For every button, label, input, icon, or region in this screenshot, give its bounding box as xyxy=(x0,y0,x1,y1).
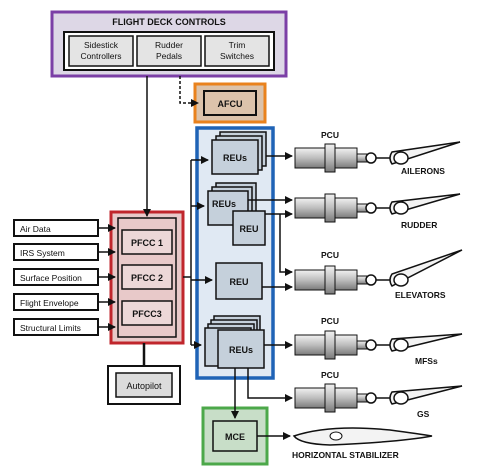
pfcc-2-box: PFCC 2 xyxy=(121,264,173,290)
flight-deck-title: FLIGHT DECK CONTROLS xyxy=(112,17,226,27)
svg-text:Switches: Switches xyxy=(220,51,254,61)
svg-text:Controllers: Controllers xyxy=(80,51,121,61)
svg-text:PCU: PCU xyxy=(321,316,339,326)
pcu-gs: PCU xyxy=(294,370,392,413)
surface-mfss: MFSs xyxy=(389,333,463,366)
svg-text:PFCC 2: PFCC 2 xyxy=(131,273,163,283)
svg-text:Rudder: Rudder xyxy=(155,40,183,50)
svg-text:Flight Envelope: Flight Envelope xyxy=(20,298,79,308)
svg-text:REUs: REUs xyxy=(223,153,247,163)
surface-elevators: ELEVATORS xyxy=(389,249,463,300)
reu-rudder-single: REU xyxy=(232,210,266,246)
svg-text:MFSs: MFSs xyxy=(415,356,438,366)
surface-gs: GS xyxy=(389,385,463,419)
input-flight-envelope: Flight Envelope xyxy=(13,293,99,311)
svg-text:PCU: PCU xyxy=(321,370,339,380)
surface-horizontal-stabilizer: HORIZONTAL STABILIZER xyxy=(292,427,433,460)
svg-text:ELEVATORS: ELEVATORS xyxy=(395,290,446,300)
svg-text:REU: REU xyxy=(239,224,258,234)
pcu-rudder xyxy=(294,193,392,223)
surface-rudder: RUDDER xyxy=(389,193,461,230)
pcu-aileron: PCU xyxy=(294,130,392,173)
reu-elevators: REU xyxy=(215,262,263,300)
input-air-data: Air Data xyxy=(13,219,99,237)
reus-spoilers: REUs xyxy=(204,315,265,369)
svg-text:MCE: MCE xyxy=(225,432,245,442)
svg-text:Air Data: Air Data xyxy=(20,224,51,234)
svg-text:Structural Limits: Structural Limits xyxy=(20,323,81,333)
svg-text:PFCC3: PFCC3 xyxy=(132,309,162,319)
svg-text:AFCU: AFCU xyxy=(218,99,243,109)
pcu-mfs: PCU xyxy=(294,316,392,360)
svg-text:REUs: REUs xyxy=(212,199,236,209)
pfcc-3-box: PFCC3 xyxy=(121,300,173,326)
svg-text:REUs: REUs xyxy=(229,345,253,355)
input-surface-position: Surface Position xyxy=(13,268,99,286)
sidestick-controllers-box: Sidestick Controllers xyxy=(68,35,134,67)
svg-text:RUDDER: RUDDER xyxy=(401,220,437,230)
input-irs-system: IRS System xyxy=(13,243,99,261)
svg-text:Surface Position: Surface Position xyxy=(20,273,82,283)
svg-text:PFCC 1: PFCC 1 xyxy=(131,238,163,248)
reus-ailerons: REUs xyxy=(211,131,267,175)
reu-group: REUs REUs REU REU REUs xyxy=(195,126,275,380)
svg-text:PCU: PCU xyxy=(321,250,339,260)
svg-text:GS: GS xyxy=(417,409,430,419)
svg-text:Pedals: Pedals xyxy=(156,51,182,61)
svg-text:REU: REU xyxy=(229,277,248,287)
svg-text:HORIZONTAL STABILIZER: HORIZONTAL STABILIZER xyxy=(292,450,399,460)
svg-text:Sidestick: Sidestick xyxy=(84,40,119,50)
pfcc-group: PFCC 1 PFCC 2 PFCC3 xyxy=(109,210,185,345)
flight-deck-controls: FLIGHT DECK CONTROLS Sidestick Controlle… xyxy=(50,10,288,78)
svg-text:IRS System: IRS System xyxy=(20,248,65,258)
surface-ailerons: AILERONS xyxy=(389,141,461,176)
connectors xyxy=(98,76,293,440)
svg-text:AILERONS: AILERONS xyxy=(401,166,445,176)
pcu-elevators: PCU xyxy=(294,250,392,295)
input-boxes: Air Data IRS System Surface Position Fli… xyxy=(13,219,99,336)
autopilot: Autopilot xyxy=(107,365,181,405)
pfcc-1-box: PFCC 1 xyxy=(121,229,173,255)
input-structural-limits: Structural Limits xyxy=(13,318,99,336)
trim-switches-box: Trim Switches xyxy=(204,35,270,67)
svg-text:Trim: Trim xyxy=(229,40,246,50)
svg-text:Autopilot: Autopilot xyxy=(126,381,162,391)
rudder-pedals-box: Rudder Pedals xyxy=(136,35,202,67)
afcu: AFCU xyxy=(193,82,267,124)
svg-text:PCU: PCU xyxy=(321,130,339,140)
